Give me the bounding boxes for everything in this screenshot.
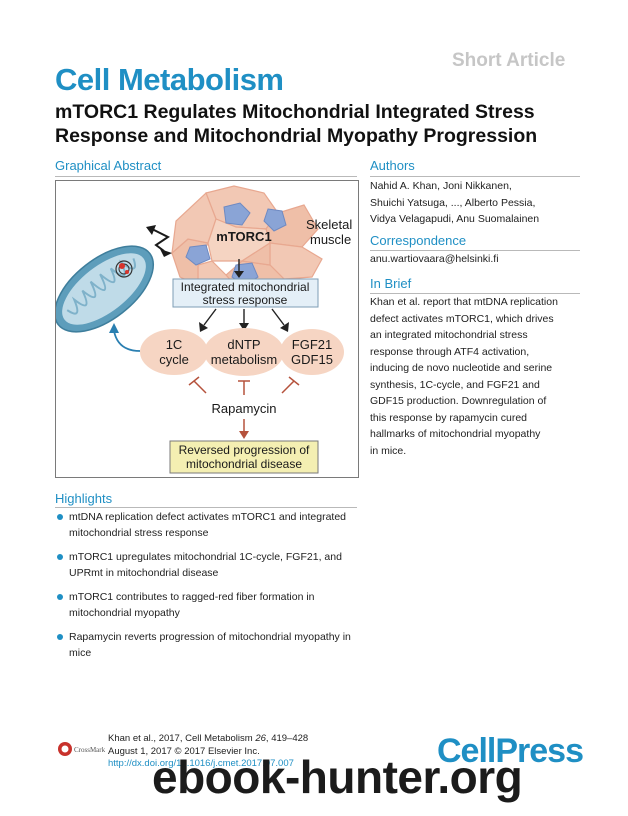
result-line1: Reversed progression of <box>179 443 310 457</box>
authors-list: Nahid A. Khan, Joni Nikkanen, Shuichi Ya… <box>370 178 580 228</box>
result-box <box>169 440 319 474</box>
rapamycin-inhibition-marks <box>188 376 300 395</box>
1c-cycle-node <box>140 329 208 375</box>
muscle-label: muscle <box>310 232 351 247</box>
crossmark-logo[interactable]: CrossMark <box>57 739 105 759</box>
feedback-arrow-1c-to-mito <box>113 330 141 352</box>
arrow-isr-to-fgf <box>271 308 285 326</box>
arrowhead-1c <box>199 322 208 332</box>
authors-heading: Authors <box>370 158 415 173</box>
isr-box <box>172 278 319 308</box>
author-line: Shuichi Yatsuga, ..., Alberto Pessia, <box>370 196 536 209</box>
fgf21-node <box>280 329 344 375</box>
citation-pages: , 419–428 <box>265 733 309 744</box>
watermark-text: ebook-hunter.org <box>152 751 523 803</box>
in-brief-line: Khan et al. report that mtDNA replicatio… <box>370 296 558 308</box>
article-type-label: Short Article <box>452 50 566 71</box>
in-brief-rule <box>370 293 580 294</box>
highlight-item: mTORC1 contributes to ragged-red fiber f… <box>55 589 365 621</box>
highlight-item: Rapamycin reverts progression of mitocho… <box>55 629 365 661</box>
in-brief-line: an integrated mitochondrial stress <box>370 329 528 341</box>
bullet-icon <box>57 514 63 520</box>
in-brief-line: inducing de novo nucleotide and serine <box>370 362 553 374</box>
in-brief-line: this response by rapamycin cured <box>370 411 527 424</box>
highlights-heading: Highlights <box>55 491 113 506</box>
highlights-rule <box>55 507 357 508</box>
isr-label-line2: stress response <box>203 293 288 307</box>
highlight-text: mTORC1 upregulates mitochondrial 1C-cycl… <box>69 551 342 579</box>
bullet-icon <box>57 594 63 600</box>
isr-label-line1: Integrated mitochondrial <box>181 280 310 294</box>
result-line2: mitochondrial disease <box>186 457 302 471</box>
author-line: Vidya Velagapudi, Anu Suomalainen <box>370 213 540 225</box>
signal-arrow-mito-to-mtorc1 <box>146 225 172 257</box>
skeletal-label: Skeletal <box>306 217 352 232</box>
fgf-label-line1: FGF21 <box>292 337 332 352</box>
in-brief-text: Khan et al. report that mtDNA replicatio… <box>370 294 580 459</box>
citation-authors: Khan et al., 2017, Cell Metabolism <box>108 733 256 744</box>
citation-block: Khan et al., 2017, Cell Metabolism 26, 4… <box>108 733 308 771</box>
feedback-arrowhead <box>109 323 119 333</box>
graphical-abstract-diagram: mTORC1 Skeletal muscle Integrated mitoch… <box>56 185 352 474</box>
graphical-abstract-heading: Graphical Abstract <box>55 158 162 173</box>
arrowhead-dntp <box>239 323 249 331</box>
journal-name: Cell Metabolism <box>55 62 284 97</box>
1c-label-line2: cycle <box>159 352 189 367</box>
correspondence-rule <box>370 250 580 251</box>
graphical-abstract-rule <box>55 176 357 177</box>
citation-volume: 26 <box>255 733 266 744</box>
correspondence-email[interactable]: anu.wartiovaara@helsinki.fi <box>370 253 499 265</box>
in-brief-line: GDF15 production. Downregulation of <box>370 395 547 407</box>
highlight-text: mTORC1 contributes to ragged-red fiber f… <box>69 591 315 619</box>
cellpress-logo: CellPress <box>437 732 584 770</box>
dntp-label-line1: dNTP <box>227 337 260 352</box>
arrow-isr-to-1c <box>203 308 217 326</box>
doi-link[interactable]: http://dx.doi.org/10.1016/j.cmet.2017.07… <box>108 758 294 769</box>
arrowhead-result <box>239 431 249 439</box>
citation-date: August 1, 2017 © 2017 Elsevier Inc. <box>108 745 260 757</box>
in-brief-heading: In Brief <box>370 276 412 291</box>
bullet-icon <box>57 554 63 560</box>
highlight-item: mTORC1 upregulates mitochondrial 1C-cycl… <box>55 549 365 581</box>
mitochondrion-illustration <box>56 245 155 333</box>
graphical-abstract: mTORC1 Skeletal muscle Integrated mitoch… <box>55 180 359 478</box>
highlights-list: mtDNA replication defect activates mTORC… <box>55 509 365 669</box>
fgf-label-line2: GDF15 <box>291 352 333 367</box>
highlight-item: mtDNA replication defect activates mTORC… <box>55 509 365 541</box>
1c-label-line1: 1C <box>166 337 183 352</box>
author-line: Nahid A. Khan, Joni Nikkanen, <box>370 180 512 192</box>
dntp-node <box>204 328 284 376</box>
rapamycin-label: Rapamycin <box>211 401 276 416</box>
bullet-icon <box>57 634 63 640</box>
authors-rule <box>370 176 580 177</box>
crossmark-text: CrossMark <box>74 746 105 754</box>
in-brief-line: synthesis, 1C-cycle, and FGF21 and <box>370 378 540 391</box>
highlight-text: Rapamycin reverts progression of mitocho… <box>69 631 351 659</box>
article-title: mTORC1 Regulates Mitochondrial Integrate… <box>55 101 538 147</box>
in-brief-line: hallmarks of mitochondrial myopathy <box>370 428 541 440</box>
mtorc1-label: mTORC1 <box>216 229 271 244</box>
arrowhead-fgf <box>280 322 289 332</box>
arrowhead-isr <box>234 271 244 278</box>
in-brief-line: defect activates mTORC1, which drives <box>370 312 554 325</box>
correspondence-heading: Correspondence <box>370 233 467 248</box>
highlight-text: mtDNA replication defect activates mTORC… <box>69 511 347 539</box>
dntp-label-line2: metabolism <box>211 352 277 367</box>
in-brief-line: response through ATF4 activation, <box>370 345 530 358</box>
in-brief-line: in mice. <box>370 444 407 457</box>
citation-line: Khan et al., 2017, Cell Metabolism 26, 4… <box>108 733 308 746</box>
